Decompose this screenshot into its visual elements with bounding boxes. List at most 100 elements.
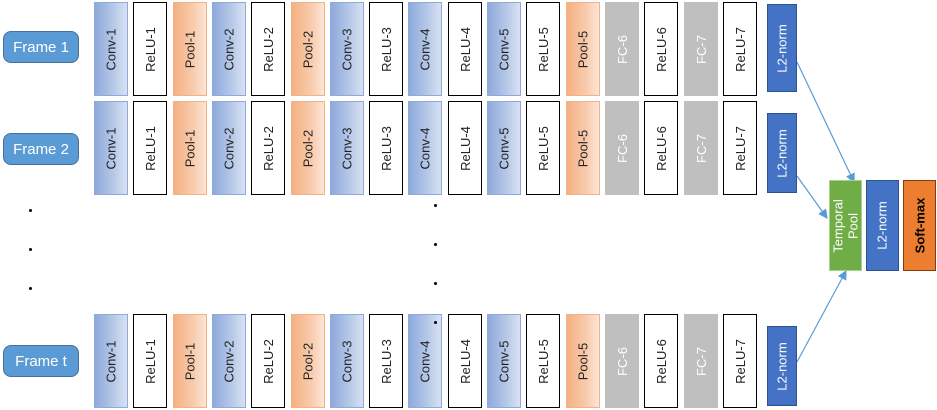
layer-label: Conv-5 [496, 127, 512, 169]
ellipsis-dot [29, 248, 32, 251]
layer-label: ReLU-1 [142, 26, 158, 72]
layer-label: Conv-3 [339, 340, 355, 382]
layer-relu-2: ReLU-2 [251, 314, 285, 408]
layer-label: Conv-3 [339, 127, 355, 169]
layer-label: Conv-5 [496, 340, 512, 382]
layer-conv-2: Conv-2 [212, 2, 246, 96]
layer-relu-5: ReLU-5 [526, 314, 560, 408]
ellipsis-dot [434, 321, 437, 324]
layer-label: ReLU-3 [378, 338, 394, 384]
ellipsis-dot [29, 209, 32, 212]
layer-relu-3: ReLU-3 [369, 101, 403, 195]
l2-norm-label: L2-norm [774, 128, 790, 178]
layer-label: ReLU-1 [142, 125, 158, 171]
layer-fc-6: FC-6 [605, 2, 639, 96]
layer-label: ReLU-4 [457, 26, 473, 72]
layer-label: ReLU-5 [535, 125, 551, 171]
layer-relu-6: ReLU-6 [644, 314, 678, 408]
frame-label: Frame 2 [3, 133, 79, 165]
layer-pool-1: Pool-1 [173, 2, 207, 96]
layer-conv-4: Conv-4 [408, 314, 442, 408]
layer-label: Pool-1 [182, 342, 198, 380]
layer-l2-norm: L2-norm [767, 326, 797, 406]
ellipsis-dot [29, 287, 32, 290]
layer-conv-5: Conv-5 [487, 2, 521, 96]
layer-conv-2: Conv-2 [212, 101, 246, 195]
layer-fc-6: FC-6 [605, 101, 639, 195]
layer-l2-norm: L2-norm [767, 4, 797, 92]
l2-norm-label: L2-norm [774, 23, 790, 73]
layer-label: FC-7 [693, 346, 709, 376]
layer-conv-4: Conv-4 [408, 101, 442, 195]
layer-fc-7: FC-7 [684, 314, 718, 408]
layer-relu-4: ReLU-4 [448, 101, 482, 195]
layer-relu-1: ReLU-1 [133, 2, 167, 96]
layer-conv-4: Conv-4 [408, 2, 442, 96]
layer-label: ReLU-5 [535, 26, 551, 72]
layer-label: ReLU-4 [457, 338, 473, 384]
layer-relu-4: ReLU-4 [448, 2, 482, 96]
layer-conv-1: Conv-1 [94, 101, 128, 195]
arrow-frame2-to-pool [796, 175, 828, 219]
layer-label: FC-7 [693, 34, 709, 64]
layer-l2-norm: L2-norm [767, 113, 797, 193]
layer-fc-7: FC-7 [684, 2, 718, 96]
layer-label: ReLU-7 [732, 338, 748, 384]
layer-label: ReLU-1 [142, 338, 158, 384]
layer-label: ReLU-6 [653, 338, 669, 384]
layer-label: Conv-1 [103, 127, 119, 169]
layer-label: Pool-5 [575, 342, 591, 380]
layer-conv-3: Conv-3 [330, 2, 364, 96]
frame-label: Frame t [3, 345, 79, 377]
layer-label: Conv-4 [417, 340, 433, 382]
layer-relu-5: ReLU-5 [526, 101, 560, 195]
softmax-box: Soft-max [903, 180, 936, 271]
layer-label: Conv-4 [417, 28, 433, 70]
l2-norm-label: L2-norm [774, 341, 790, 391]
layer-label: Conv-2 [221, 127, 237, 169]
layer-label: ReLU-7 [732, 26, 748, 72]
layer-fc-7: FC-7 [684, 101, 718, 195]
layer-label: Pool-2 [300, 129, 316, 167]
layer-label: Pool-5 [575, 129, 591, 167]
layer-label: ReLU-7 [732, 125, 748, 171]
layer-relu-3: ReLU-3 [369, 2, 403, 96]
layer-relu-7: ReLU-7 [723, 314, 757, 408]
layer-label: ReLU-4 [457, 125, 473, 171]
layer-label: Pool-2 [300, 342, 316, 380]
layer-label: ReLU-2 [260, 26, 276, 72]
final-l2-norm-box: L2-norm [866, 180, 899, 271]
layer-label: Pool-2 [300, 30, 316, 68]
layer-relu-6: ReLU-6 [644, 101, 678, 195]
layer-conv-2: Conv-2 [212, 314, 246, 408]
layer-label: ReLU-2 [260, 125, 276, 171]
layer-relu-2: ReLU-2 [251, 101, 285, 195]
layer-fc-6: FC-6 [605, 314, 639, 408]
ellipsis-dot [434, 282, 437, 285]
layer-pool-1: Pool-1 [173, 101, 207, 195]
layer-relu-6: ReLU-6 [644, 2, 678, 96]
layer-label: ReLU-2 [260, 338, 276, 384]
layer-label: ReLU-6 [653, 26, 669, 72]
arrow-framet-to-pool [796, 269, 847, 363]
layer-conv-3: Conv-3 [330, 314, 364, 408]
layer-label: Conv-2 [221, 340, 237, 382]
layer-pool-5: Pool-5 [566, 101, 600, 195]
layer-label: Pool-1 [182, 129, 198, 167]
layer-pool-5: Pool-5 [566, 2, 600, 96]
layer-label: FC-7 [693, 133, 709, 163]
layer-relu-2: ReLU-2 [251, 2, 285, 96]
layer-label: Conv-1 [103, 28, 119, 70]
layer-label: FC-6 [614, 346, 630, 376]
layer-label: FC-6 [614, 34, 630, 64]
layer-label: ReLU-3 [378, 26, 394, 72]
layer-label: Pool-5 [575, 30, 591, 68]
layer-relu-7: ReLU-7 [723, 2, 757, 96]
layer-label: Conv-1 [103, 340, 119, 382]
layer-relu-7: ReLU-7 [723, 101, 757, 195]
layer-conv-3: Conv-3 [330, 101, 364, 195]
layer-conv-5: Conv-5 [487, 314, 521, 408]
